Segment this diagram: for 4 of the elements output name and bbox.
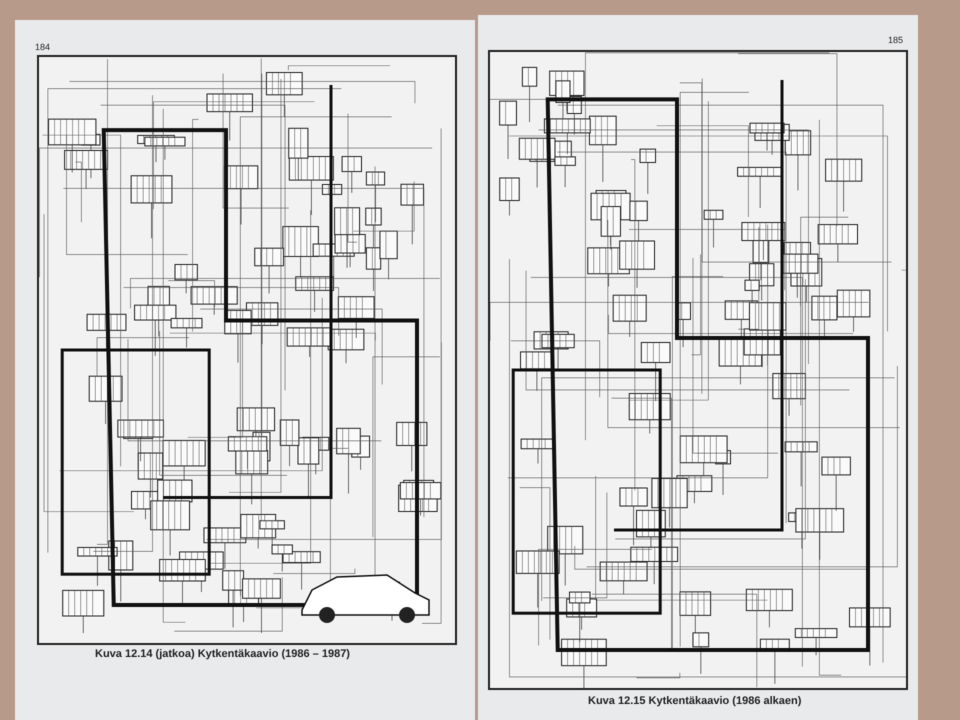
figure-caption: Kuva 12.15 Kytkentäkaavio (1986 alkaen): [588, 695, 802, 707]
figure-caption: Kuva 12.14 (jatkoa) Kytkentäkaavio (1986 – 1987): [95, 648, 350, 660]
page-number: 184: [35, 42, 50, 52]
page-number: 185: [888, 35, 904, 45]
